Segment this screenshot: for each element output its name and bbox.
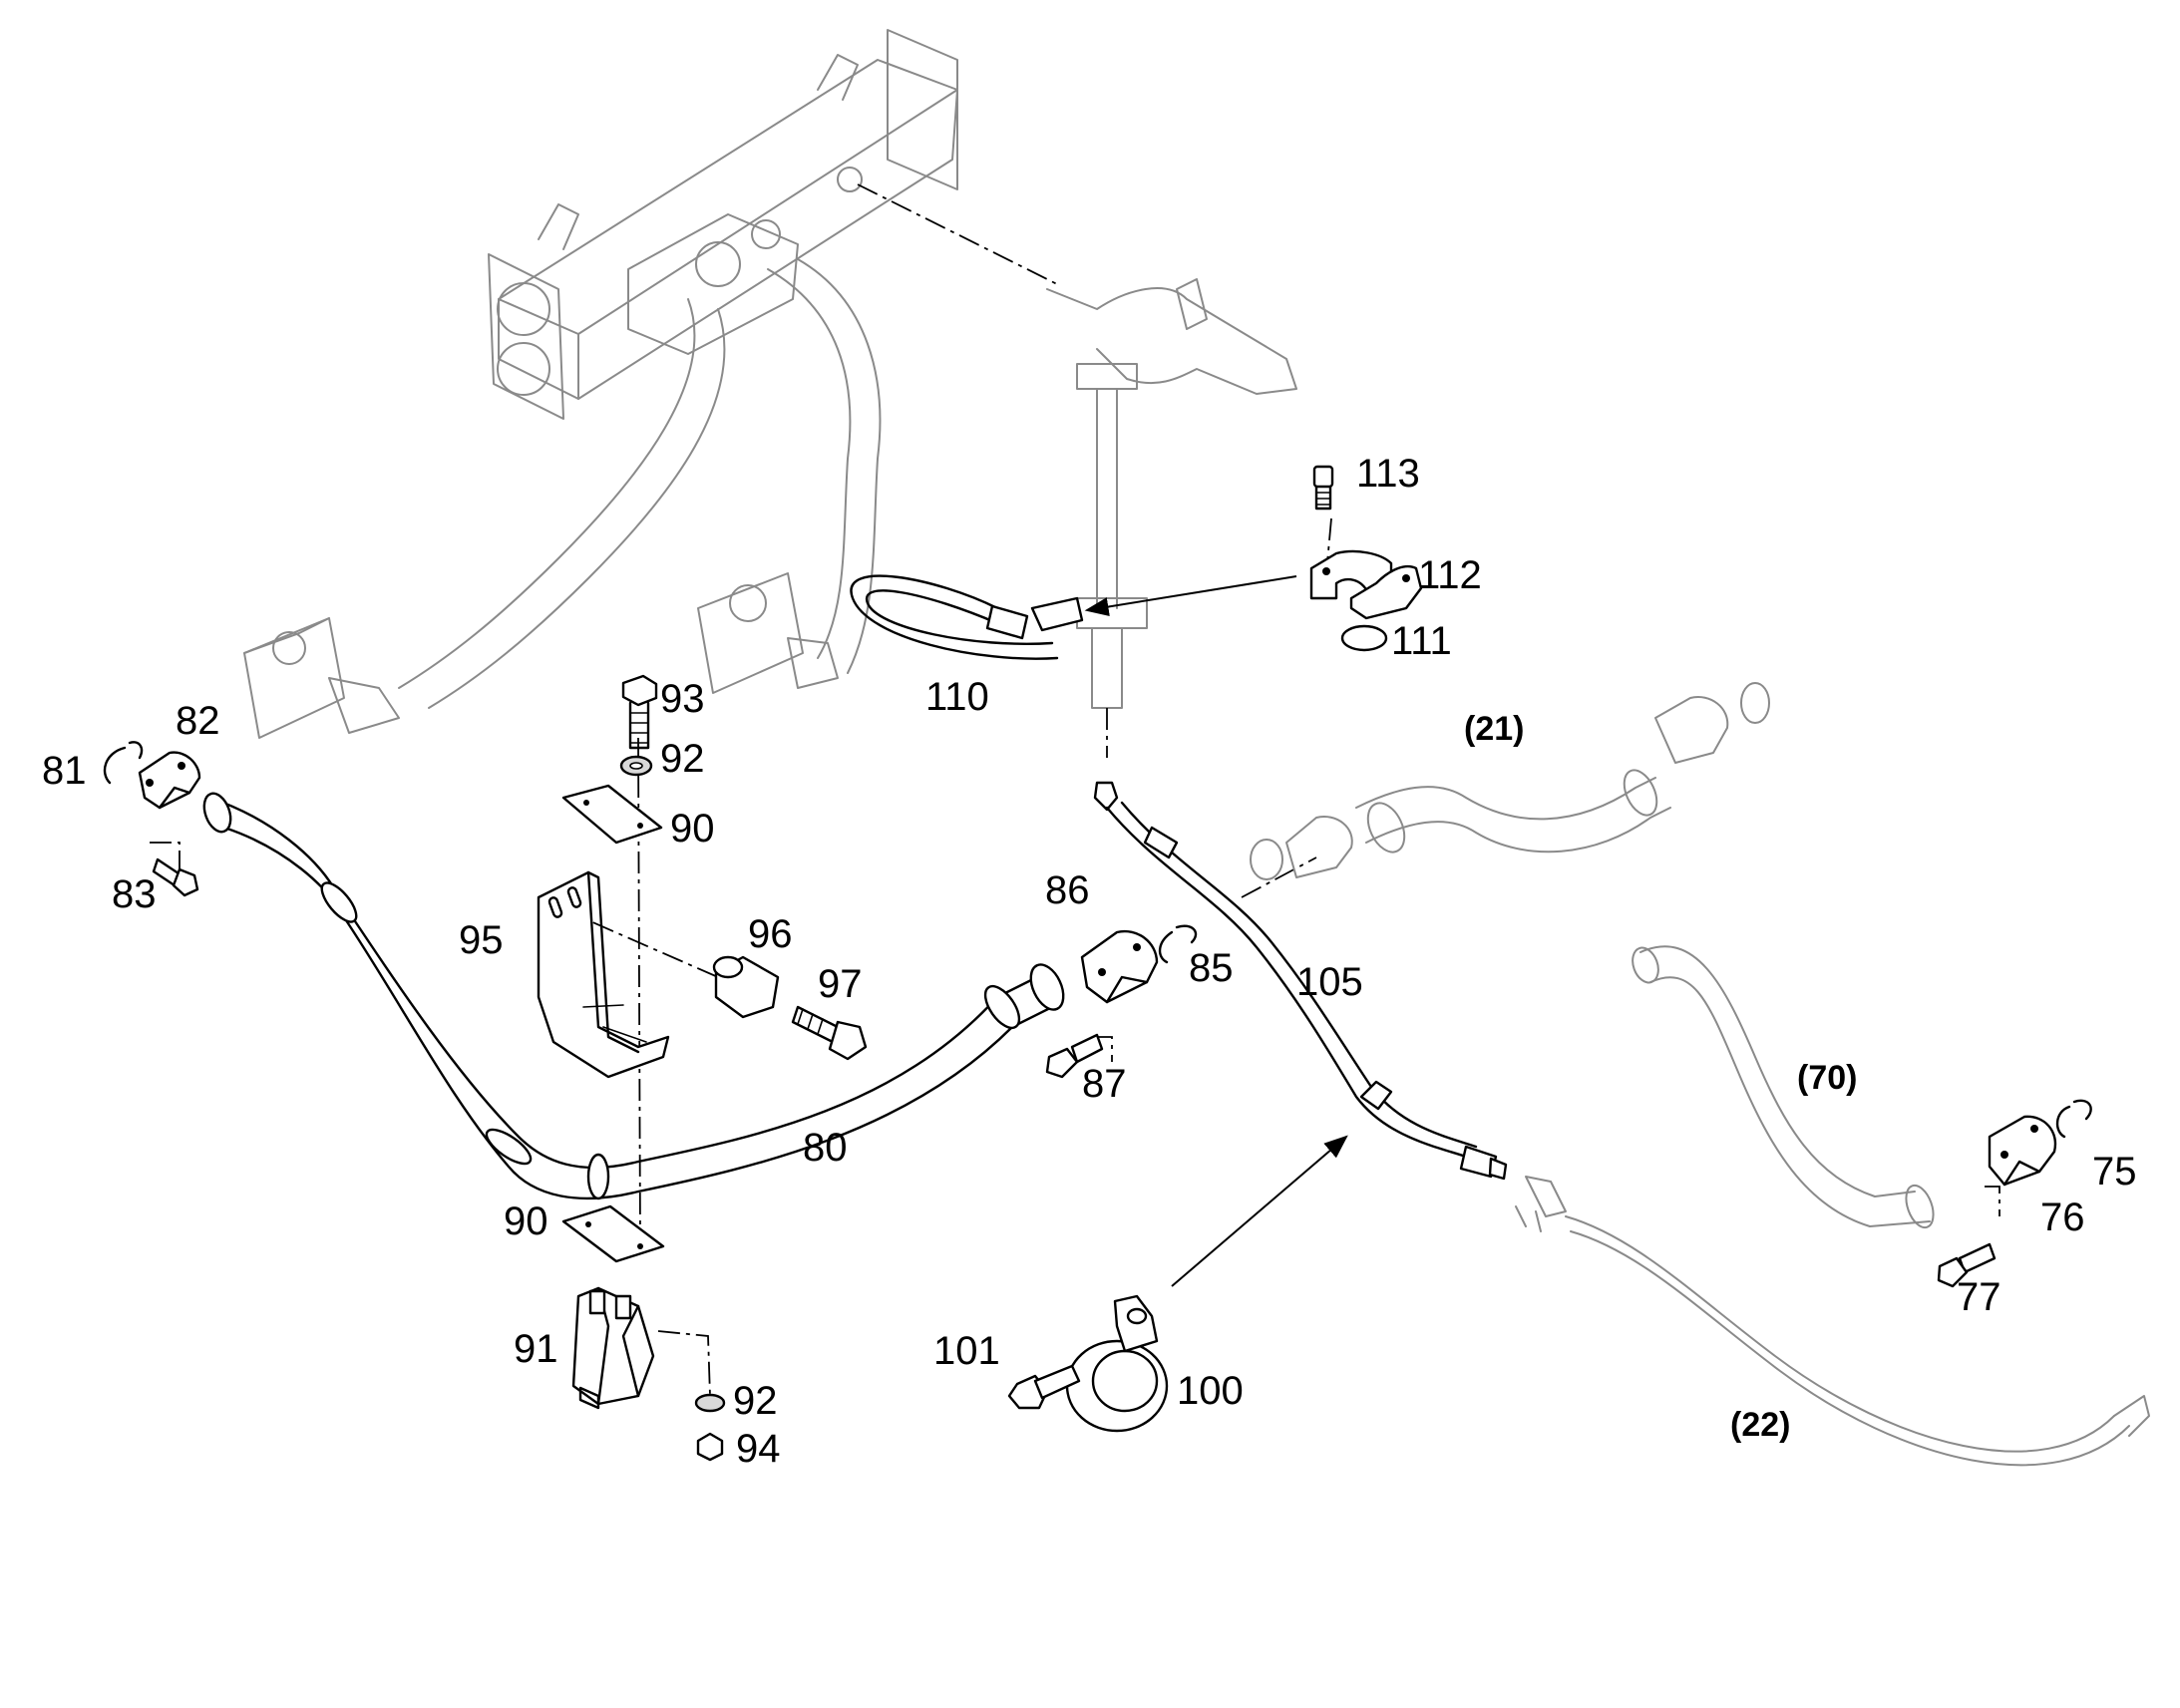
label-112: 112 xyxy=(1418,553,1482,597)
label-90-top: 90 xyxy=(670,807,715,851)
plate-90-top-hole xyxy=(583,800,589,806)
spacer-96 xyxy=(712,955,780,1019)
label-113: 113 xyxy=(1356,452,1420,496)
label-92-bottom: 92 xyxy=(733,1379,778,1423)
plate-90-top-hole xyxy=(637,823,643,829)
plate-90-bottom-hole xyxy=(585,1221,591,1227)
label-87: 87 xyxy=(1082,1062,1127,1106)
label-75: 75 xyxy=(2092,1150,2137,1194)
o-ring-111 xyxy=(1340,624,1388,652)
bolt-93 xyxy=(621,674,658,750)
pipe-80 xyxy=(202,792,1065,1200)
group-label-70: (70) xyxy=(1797,1059,1857,1097)
hose-105 xyxy=(1093,781,1508,1181)
hose-110 xyxy=(850,574,1084,660)
leader-arrows xyxy=(1084,575,1348,1287)
plate-90-top xyxy=(561,784,663,845)
plate-90-bottom xyxy=(561,1204,665,1263)
bolt-87 xyxy=(1045,1033,1104,1079)
label-101: 101 xyxy=(933,1329,1000,1373)
nut-94 xyxy=(696,1432,724,1462)
label-83: 83 xyxy=(112,872,157,916)
label-92-top: 92 xyxy=(660,737,705,781)
clamp-91 xyxy=(571,1286,655,1410)
flange-halves-112 xyxy=(1309,549,1423,620)
flange-86 xyxy=(1080,929,1159,1004)
label-96: 96 xyxy=(748,912,793,956)
label-100: 100 xyxy=(1177,1369,1244,1413)
assembly-lines xyxy=(150,183,2000,1397)
bracket-95 xyxy=(537,870,670,1079)
label-111: 111 xyxy=(1391,619,1452,663)
group-label-22: (22) xyxy=(1730,1406,1790,1444)
bolt-77 xyxy=(1937,1242,1997,1288)
hose-group-22 xyxy=(1515,1176,2150,1467)
group-label-21: (21) xyxy=(1464,710,1524,748)
label-94: 94 xyxy=(736,1427,781,1471)
label-85: 85 xyxy=(1189,946,1234,990)
bolt-113 xyxy=(1312,465,1334,511)
label-80: 80 xyxy=(803,1126,848,1170)
label-76: 76 xyxy=(2040,1196,2085,1239)
washer-92-bottom xyxy=(694,1393,726,1413)
o-ring-75 xyxy=(2055,1099,2092,1139)
bolt-83 xyxy=(152,857,199,897)
axle-beam-assembly xyxy=(243,29,1297,739)
label-77: 77 xyxy=(1957,1275,2001,1319)
o-ring-81 xyxy=(103,741,144,785)
label-81: 81 xyxy=(42,749,87,793)
label-95: 95 xyxy=(459,918,504,962)
label-110: 110 xyxy=(925,675,989,719)
pipe-group-70 xyxy=(1632,945,1935,1229)
o-ring-85 xyxy=(1158,924,1198,964)
plate-90-bottom-hole xyxy=(637,1243,643,1249)
bolt-101 xyxy=(1007,1364,1081,1410)
bolt-97 xyxy=(791,1005,868,1061)
group-labels: (21) (70) (22) xyxy=(1464,710,1857,1444)
label-86: 86 xyxy=(1045,868,1090,912)
label-97: 97 xyxy=(818,962,863,1006)
label-82: 82 xyxy=(176,699,220,743)
label-90-bottom: 90 xyxy=(504,1199,548,1243)
flange-76 xyxy=(1988,1115,2057,1187)
label-93: 93 xyxy=(660,677,705,721)
pipe-group-21 xyxy=(1250,682,1770,880)
label-105: 105 xyxy=(1296,960,1363,1004)
clip-100 xyxy=(1065,1294,1169,1433)
washer-92-top-hole xyxy=(629,762,643,770)
label-91: 91 xyxy=(514,1327,558,1371)
flange-82 xyxy=(138,751,201,810)
part-labels: 113 112 111 110 93 92 90 81 82 83 95 96 … xyxy=(42,452,2137,1471)
